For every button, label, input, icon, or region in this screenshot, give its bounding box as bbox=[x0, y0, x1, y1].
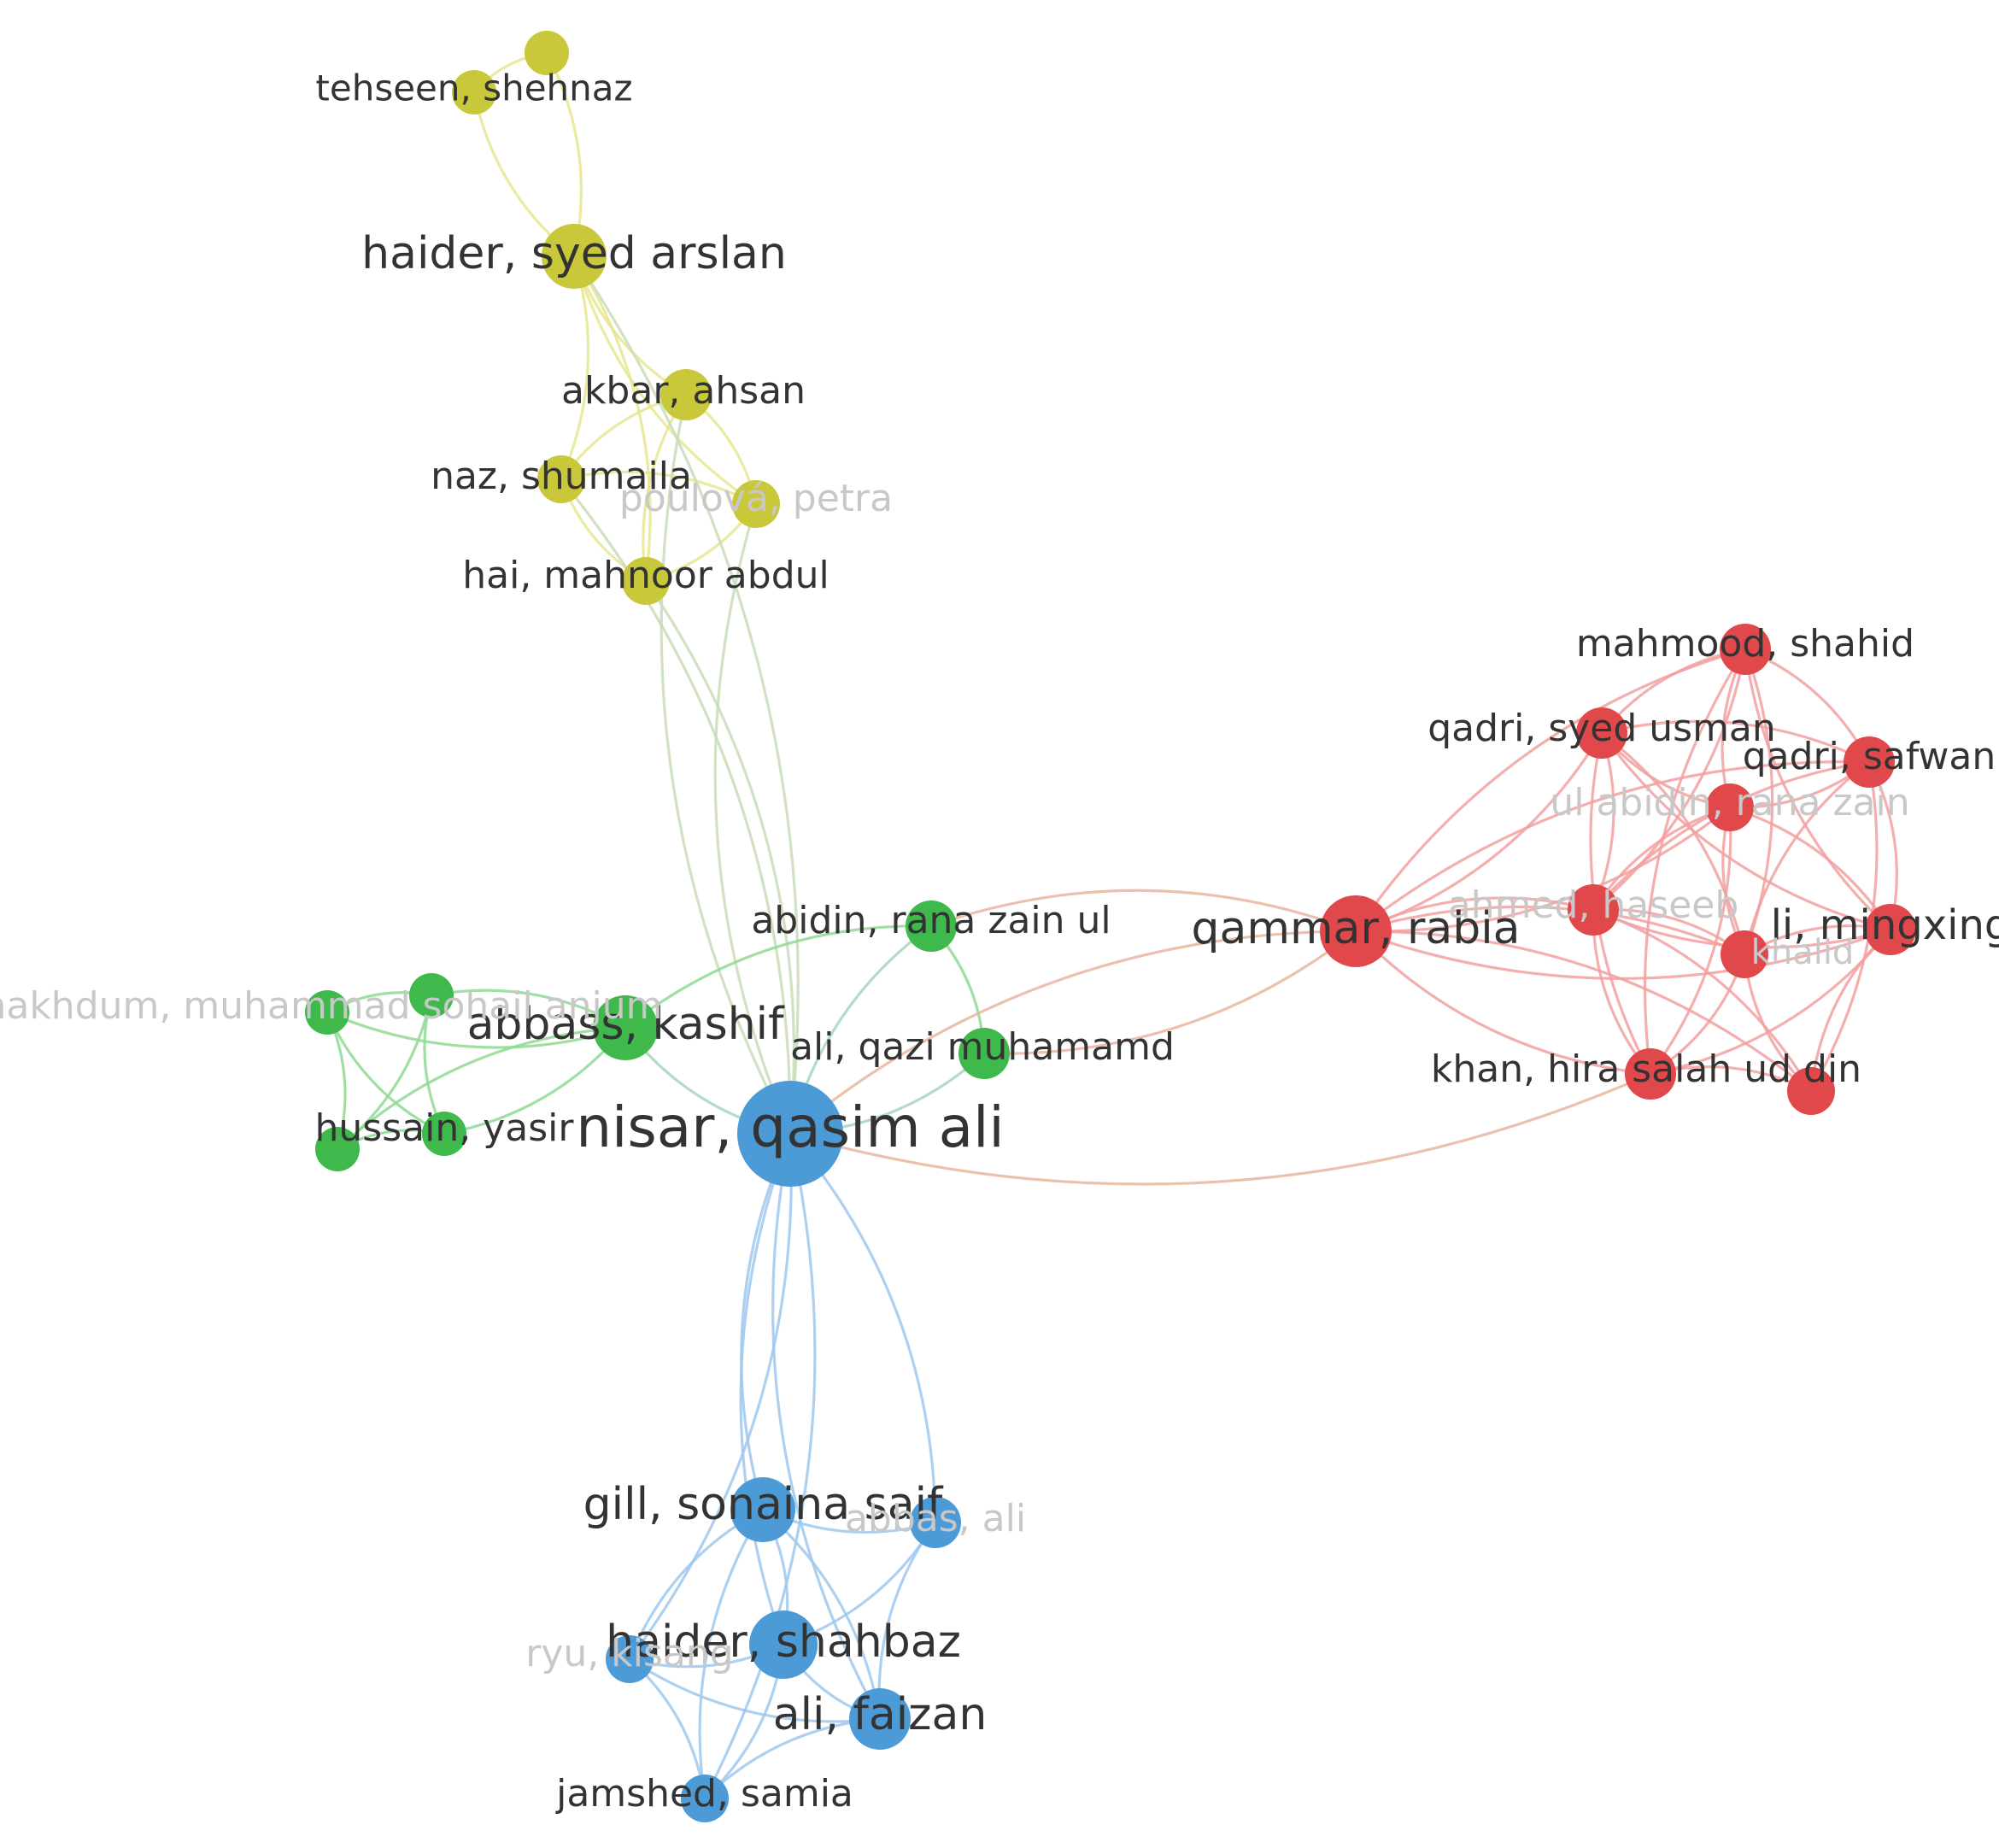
edge-nisar-naz bbox=[560, 478, 792, 1135]
edge-nisar-ryu bbox=[628, 1132, 793, 1661]
node-abidin[interactable] bbox=[906, 901, 957, 952]
label-makhdum: makhdum, muhammad sohail anjum bbox=[0, 984, 663, 1028]
edge-mahmood-ahmed bbox=[1592, 648, 1747, 912]
network-nodes bbox=[305, 31, 1916, 1822]
edge-abbass-makhdum bbox=[325, 1011, 627, 1049]
node-qadri_sf[interactable] bbox=[1844, 736, 1895, 788]
edge-mahmood-khan bbox=[1644, 648, 1747, 1076]
node-akbar[interactable] bbox=[660, 369, 712, 420]
node-poulova[interactable] bbox=[732, 480, 780, 528]
node-hai[interactable] bbox=[622, 557, 670, 605]
label-haider_sa: haider, syed arslan bbox=[361, 228, 787, 279]
node-g_low[interactable] bbox=[315, 1127, 360, 1171]
edge-nisar-jamshed bbox=[703, 1132, 817, 1800]
label-abbass: abbass, kashif bbox=[467, 999, 786, 1050]
edge-nisar-abbas_ali bbox=[788, 1132, 937, 1524]
label-haider_sh: haider, shahbaz bbox=[606, 1616, 961, 1668]
edge-ul_abidin-li bbox=[1728, 806, 1892, 931]
label-ryu: ryu, kisang bbox=[525, 1632, 733, 1675]
node-ali_faizan[interactable] bbox=[849, 1688, 911, 1750]
edge-qadri_sf-r_mid bbox=[1743, 760, 1871, 956]
label-abbas_ali: abbas, ali bbox=[845, 1497, 1026, 1540]
label-qadri_su: qadri, syed usman bbox=[1427, 707, 1776, 750]
label-naz: naz, shumaila bbox=[431, 455, 692, 498]
node-mahmood[interactable] bbox=[1720, 624, 1771, 675]
node-makhdum[interactable] bbox=[305, 990, 349, 1035]
edge-nisar-haider_sa bbox=[572, 255, 800, 1135]
label-hai: hai, mahnoor abdul bbox=[462, 554, 829, 597]
edge-qadri_su-qadri_sf bbox=[1600, 719, 1871, 764]
node-haider_sh[interactable] bbox=[749, 1610, 818, 1679]
edge-ali_qazi-qammar bbox=[982, 930, 1357, 1055]
node-qadri_su[interactable] bbox=[1576, 707, 1627, 759]
label-qammar: qammar, rabia bbox=[1191, 903, 1520, 954]
label-r_mid: khalid bbox=[1751, 933, 1855, 972]
node-r_mid[interactable] bbox=[1721, 930, 1768, 978]
edge-haider_sa-poulova bbox=[572, 255, 758, 506]
label-abidin: abidin, rana zain ul bbox=[751, 899, 1111, 942]
edge-nisar-haider_sh bbox=[739, 1132, 792, 1646]
edge-abbass-g_low bbox=[336, 1026, 627, 1151]
edge-ryu-ali_faizan bbox=[628, 1657, 882, 1723]
node-haider_sa[interactable] bbox=[542, 224, 607, 289]
edge-nisar-poulova bbox=[713, 502, 792, 1135]
label-gill: gill, sonaina saif bbox=[583, 1479, 944, 1530]
edge-qammar-khan bbox=[1354, 930, 1652, 1076]
label-li: li, mingxing bbox=[1771, 901, 1999, 949]
label-ali_qazi: ali, qazi muhamamd bbox=[790, 1025, 1175, 1069]
edge-g_mid-g_low bbox=[336, 994, 433, 1151]
edge-nisar-qammar bbox=[788, 930, 1357, 1135]
label-jamshed: jamshed, samia bbox=[555, 1772, 853, 1816]
node-khan[interactable] bbox=[1625, 1048, 1676, 1100]
edge-qadri_su-li bbox=[1600, 731, 1892, 931]
label-qadri_sf: qadri, safwan bbox=[1743, 735, 1996, 778]
edge-abidin-qammar bbox=[929, 889, 1357, 933]
node-gill[interactable] bbox=[730, 1477, 795, 1542]
edge-gill-jamshed bbox=[698, 1508, 765, 1800]
node-r_low[interactable] bbox=[1787, 1067, 1835, 1115]
node-ul_abidin[interactable] bbox=[1706, 783, 1754, 831]
node-abbass[interactable] bbox=[593, 995, 658, 1060]
label-nisar: nisar, qasim ali bbox=[576, 1094, 1005, 1160]
edge-nisar-khan bbox=[788, 1072, 1652, 1186]
node-li[interactable] bbox=[1865, 904, 1916, 955]
edge-naz-poulova bbox=[560, 470, 758, 506]
label-ali_faizan: ali, faizan bbox=[773, 1689, 988, 1740]
label-akbar: akbar, ahsan bbox=[561, 369, 806, 413]
node-ahmed[interactable] bbox=[1568, 884, 1619, 936]
edge-qammar-r_low bbox=[1354, 930, 1813, 1093]
node-y_top[interactable] bbox=[525, 31, 569, 75]
edge-ahmed-r_low bbox=[1592, 908, 1813, 1093]
edge-nisar-hai bbox=[644, 579, 795, 1135]
network-labels: tehseen, shehnaz haider, syed arslan akbar… bbox=[0, 67, 1999, 1816]
edge-qadri_su-r_mid bbox=[1600, 731, 1746, 956]
node-jamshed[interactable] bbox=[681, 1775, 729, 1822]
node-g_mid[interactable] bbox=[409, 973, 454, 1018]
node-nisar[interactable] bbox=[737, 1081, 843, 1187]
label-tehseen: tehseen, shehnaz bbox=[315, 67, 632, 109]
edge-nisar-gill bbox=[740, 1132, 792, 1511]
label-mahmood: mahmood, shahid bbox=[1576, 622, 1914, 666]
node-abbas_ali[interactable] bbox=[910, 1497, 961, 1548]
edge-nisar-ali_faizan bbox=[771, 1132, 882, 1721]
label-ul_abidin: ul abidin, rana zain bbox=[1550, 781, 1909, 824]
label-poulova: poulová, petra bbox=[619, 477, 893, 520]
edge-ul_abidin-khan bbox=[1649, 806, 1732, 1076]
label-hussain: hussain, yasir bbox=[315, 1106, 575, 1150]
edge-qammar-r_mid bbox=[1354, 905, 1746, 956]
edge-mahmood-li bbox=[1744, 648, 1892, 931]
node-naz[interactable] bbox=[537, 455, 585, 503]
node-hussain[interactable] bbox=[422, 1112, 466, 1156]
node-ryu[interactable] bbox=[606, 1635, 654, 1683]
node-ali_qazi[interactable] bbox=[958, 1028, 1010, 1079]
edge-abbass-abidin bbox=[624, 924, 933, 1030]
node-qammar[interactable] bbox=[1320, 895, 1392, 967]
node-tehseen[interactable] bbox=[452, 70, 496, 114]
label-khan: khan, hira salah ud din bbox=[1431, 1047, 1861, 1091]
label-ahmed: ahmed, haseeb bbox=[1448, 883, 1739, 927]
edge-qammar-qadri_sf bbox=[1354, 760, 1871, 933]
edge-gill-ali_faizan bbox=[761, 1508, 882, 1721]
edge-nisar-akbar bbox=[659, 393, 792, 1135]
